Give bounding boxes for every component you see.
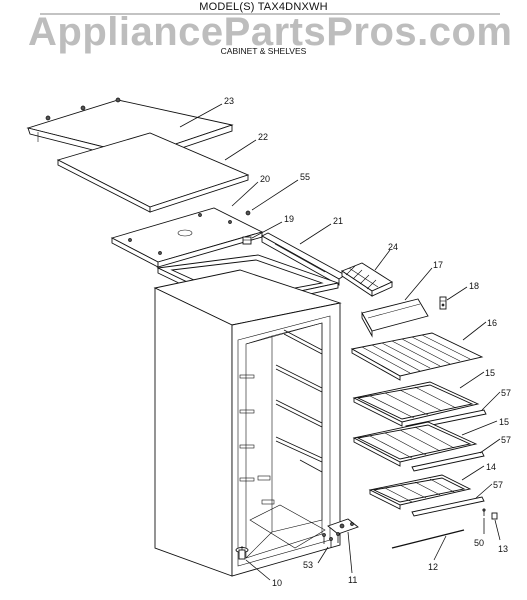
part-screws[interactable] [322, 532, 340, 549]
callout-20: 20 [260, 174, 270, 184]
callout-57-upper: 57 [501, 388, 511, 398]
callout-numbers: 23 22 20 55 19 21 24 17 18 16 15 57 15 5… [224, 96, 511, 588]
callout-22: 22 [258, 132, 268, 142]
callout-55: 55 [300, 172, 310, 182]
callout-21: 21 [333, 216, 343, 226]
callout-17: 17 [433, 260, 443, 270]
part-shelf-rail-c[interactable] [411, 496, 485, 517]
callout-10: 10 [272, 578, 282, 588]
part-shelf-a[interactable] [352, 381, 480, 427]
section-title: CABINET & SHELVES [220, 46, 307, 56]
leader-lines [179, 103, 501, 581]
part-wire-shelf-upper[interactable] [350, 332, 484, 381]
callout-11: 11 [348, 575, 357, 585]
callout-18: 18 [469, 281, 479, 291]
callout-13: 13 [498, 544, 508, 554]
part-rear-rail[interactable] [261, 232, 346, 286]
callout-19: 19 [284, 214, 294, 224]
part-shelf-front[interactable] [361, 298, 429, 338]
part-small-pin[interactable] [482, 508, 486, 516]
callout-14: 14 [486, 462, 496, 472]
callout-12: 12 [428, 562, 438, 572]
callout-57-middle: 57 [501, 435, 511, 445]
part-screw[interactable] [245, 210, 251, 216]
callout-24: 24 [388, 242, 398, 252]
callout-50: 50 [474, 538, 484, 548]
callout-23: 23 [224, 96, 234, 106]
part-long-rod[interactable] [391, 529, 465, 549]
callout-57-lower: 57 [493, 480, 503, 490]
part-small-cap[interactable] [491, 512, 498, 520]
model-title: MODEL(S) TAX4DNXWH [199, 1, 328, 13]
part-cabinet-body[interactable] [153, 269, 342, 577]
part-shelf-b[interactable] [352, 421, 478, 467]
part-grommet[interactable] [242, 236, 252, 245]
callout-53: 53 [303, 560, 313, 570]
part-leveling-foot[interactable] [235, 546, 249, 560]
callout-15-upper: 15 [485, 368, 495, 378]
callout-15-lower: 15 [499, 417, 509, 427]
watermark-logo: AppliancePartsPros.com [28, 10, 513, 54]
part-mounting-plate[interactable] [110, 207, 264, 268]
part-hinge[interactable] [327, 518, 359, 535]
callout-16: 16 [487, 318, 497, 328]
part-ice-tray[interactable] [341, 262, 393, 297]
part-bracket[interactable] [439, 296, 447, 310]
part-shelf-rail-b[interactable] [411, 451, 485, 472]
part-shelf-lower[interactable] [368, 474, 472, 510]
part-top-board[interactable] [56, 132, 250, 213]
